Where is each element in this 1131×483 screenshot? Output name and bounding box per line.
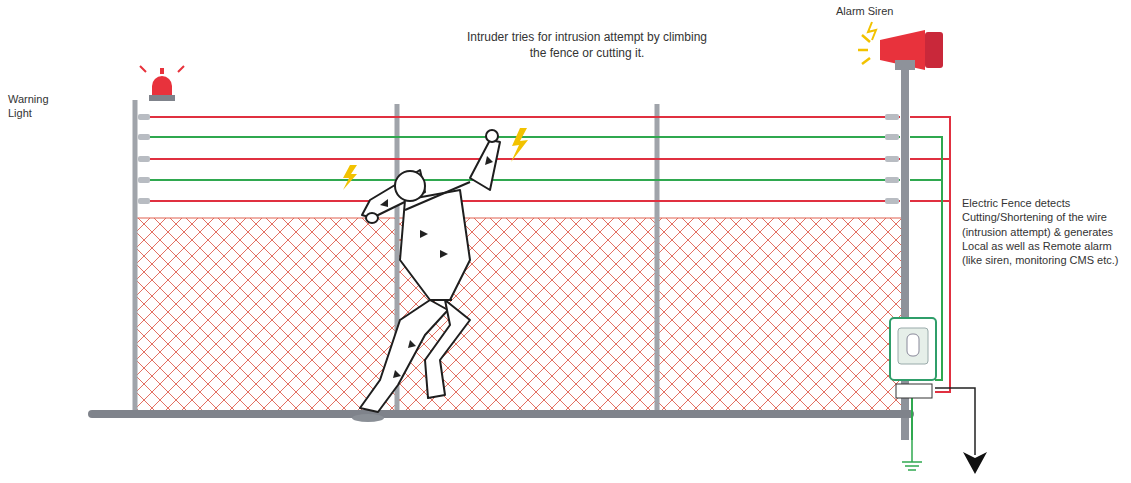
warning-light-label: Warning Light — [8, 92, 68, 121]
alarm-siren — [858, 22, 943, 70]
spark-bolts — [343, 128, 528, 190]
chain-link-mesh — [135, 218, 905, 410]
end-post — [901, 60, 909, 440]
earth-symbol — [902, 440, 922, 470]
intruder-figure — [352, 130, 500, 422]
ground-bar — [92, 410, 910, 418]
intruder-note: Intruder tries for intrusion attempt by … — [462, 30, 712, 61]
fence-wires — [140, 117, 950, 440]
remote-arrowhead — [963, 452, 987, 474]
remote-signal-line — [935, 388, 975, 455]
alarm-siren-label: Alarm Siren — [836, 4, 926, 18]
warning-light — [140, 66, 184, 101]
energizer-unit — [890, 318, 936, 398]
fence-posts — [135, 100, 657, 412]
detection-note: Electric Fence detects Cutting/Shortenin… — [962, 196, 1124, 267]
intruder-marks — [380, 156, 493, 378]
insulators — [138, 114, 899, 204]
mesh-top — [135, 218, 905, 219]
